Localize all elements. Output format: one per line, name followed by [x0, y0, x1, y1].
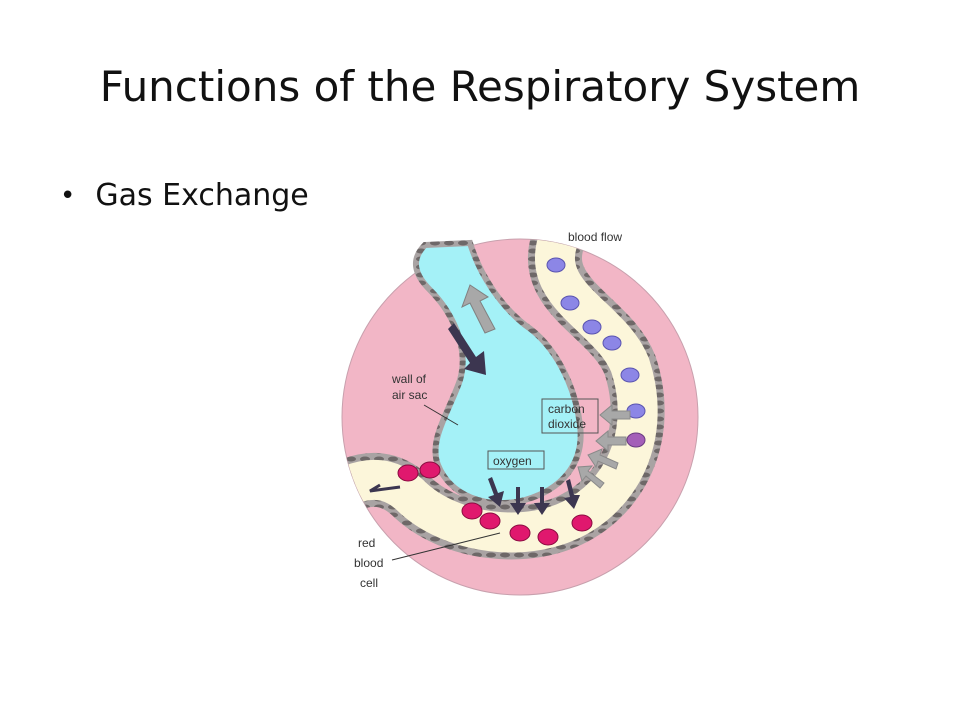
- bullet-list: • Gas Exchange: [60, 178, 309, 213]
- oxygen-arrows: [488, 477, 580, 515]
- co2-arrow-icon: [599, 403, 631, 427]
- label-carbon-dioxide-line2: dioxide: [548, 417, 586, 431]
- bullet-text: Gas Exchange: [95, 178, 309, 213]
- label-red-blood-cell-line1: red: [358, 536, 375, 550]
- blood-cell-oxygenated: [537, 528, 559, 546]
- pointer-red-blood-cell: [391, 532, 501, 561]
- co2-arrows: [577, 403, 631, 489]
- blood-cell-deoxygenated: [626, 432, 646, 448]
- label-wall-of-air-sac-line2: air sac: [392, 388, 427, 402]
- blood-cell-oxygenated: [419, 461, 441, 479]
- air-in-arrow-icon: [448, 323, 486, 375]
- blood-cell-oxygenated: [571, 514, 593, 532]
- label-box-carbon-dioxide: [541, 398, 599, 434]
- blood-cell-oxygenated: [479, 512, 501, 530]
- co2-arrow-icon: [595, 429, 627, 453]
- blood-cell-deoxygenated: [582, 319, 602, 335]
- air-out-arrow-icon: [461, 284, 496, 334]
- blood-cell-oxygenated: [461, 502, 483, 520]
- blood-cell-oxygenated: [397, 464, 419, 482]
- oxygen-arrow-icon: [534, 487, 550, 515]
- label-oxygen: oxygen: [493, 454, 532, 468]
- alveolus-diagram: blood flow wall of air sac carbon dioxid…: [341, 230, 699, 596]
- bullet-item-gas-exchange: • Gas Exchange: [60, 178, 309, 213]
- outflow-arrow-icon: [369, 483, 401, 493]
- blood-cell-deoxygenated: [560, 295, 580, 311]
- blood-vessel-lumen: [342, 239, 658, 553]
- blood-cell-deoxygenated: [602, 335, 622, 351]
- label-blood-flow: blood flow: [568, 230, 622, 244]
- airflow-arrows: [448, 284, 496, 375]
- deoxygenated-cells: [546, 257, 646, 448]
- oxygen-arrow-icon: [510, 487, 526, 515]
- bullet-dot-icon: •: [60, 180, 76, 211]
- label-red-blood-cell-line2: blood: [354, 556, 383, 570]
- oxygen-arrow-icon: [488, 477, 504, 507]
- blood-cell-deoxygenated: [620, 367, 640, 383]
- label-wall-of-air-sac-line1: wall of: [391, 372, 427, 386]
- oxygenated-cells: [397, 461, 593, 546]
- pointer-wall-of-air-sac: [423, 404, 459, 426]
- slide-title: Functions of the Respiratory System: [99, 62, 861, 111]
- oxygen-arrow-icon: [564, 479, 580, 509]
- blood-cell-oxygenated: [509, 524, 531, 542]
- label-red-blood-cell-line3: cell: [360, 576, 378, 590]
- co2-arrow-icon: [587, 448, 619, 470]
- co2-arrow-icon: [577, 465, 605, 489]
- label-box-oxygen: [487, 450, 545, 470]
- label-carbon-dioxide-line1: carbon: [548, 402, 585, 416]
- blood-cell-deoxygenated: [546, 257, 566, 273]
